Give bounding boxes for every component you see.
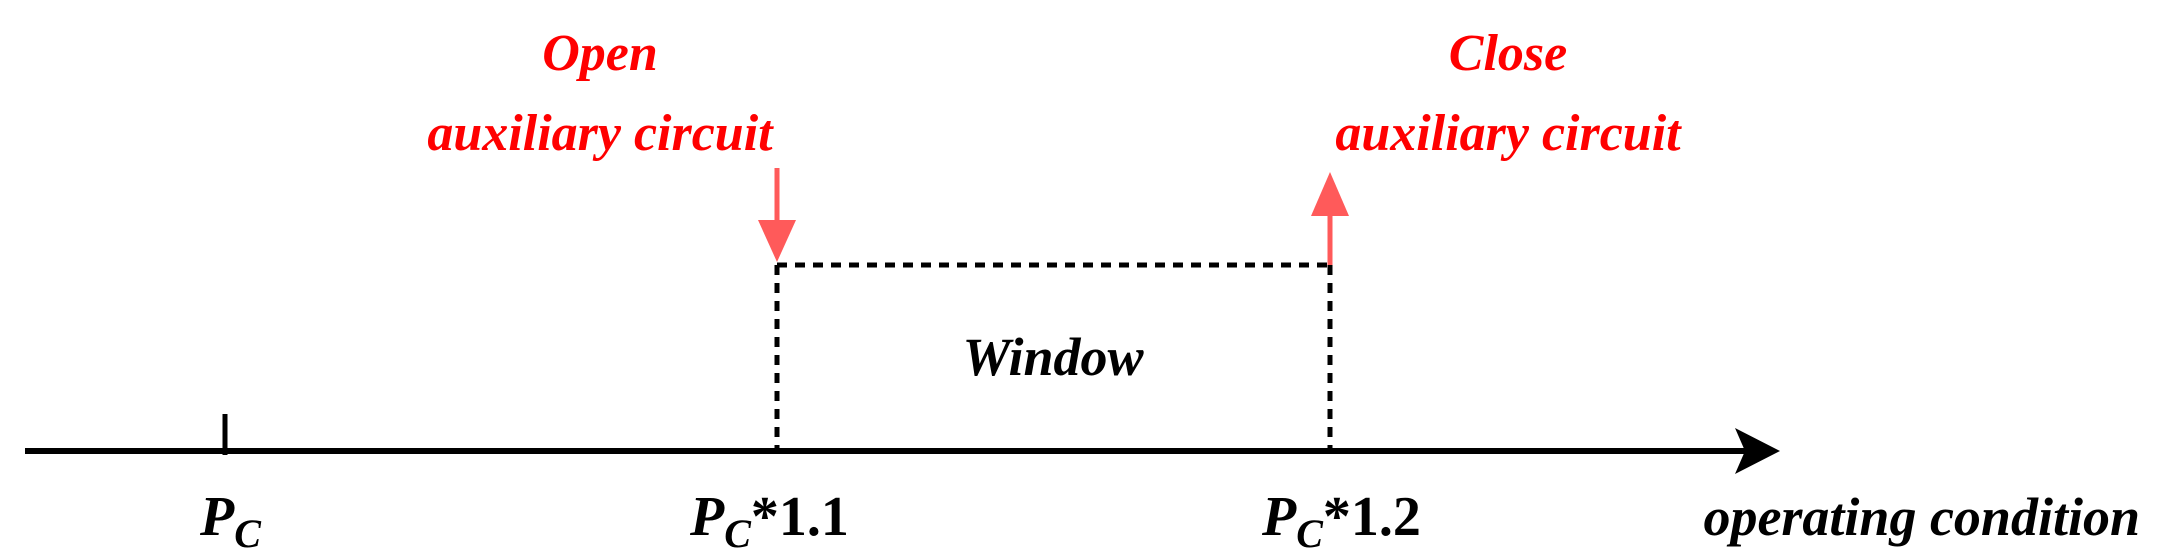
open-label-line1: Open [542,25,658,82]
close-label-line1: Close [1449,25,1567,82]
tick-label-pc-1-2: PC*1.2 [1261,486,1421,556]
tick-label-pc-sub: C [234,511,262,556]
tick-label-pc-1-2-suffix: *1.2 [1323,486,1421,548]
window-box [774,262,1333,451]
axis-arrowhead [1735,428,1780,474]
axis-title: operating condition [1703,487,2140,547]
tick-label-pc-1-2-sub: C [1296,511,1324,556]
tick-label-pc-base: P [199,486,235,548]
tick-label-pc-1-1-base: P [689,486,725,548]
tick-label-pc: PC [199,486,262,556]
tick-label-pc-1-2-base: P [1261,486,1297,548]
tick-label-pc-1-1-suffix: *1.1 [751,486,849,548]
close-label-line2: auxiliary circuit [1335,105,1682,162]
open-arrow-icon [758,168,796,262]
tick-label-pc-1-1-sub: C [724,511,752,556]
tick-label-pc-1-1: PC*1.1 [689,486,849,556]
close-arrow-icon [1311,172,1349,265]
window-label: Window [962,327,1144,387]
open-label-line2: auxiliary circuit [427,105,774,162]
